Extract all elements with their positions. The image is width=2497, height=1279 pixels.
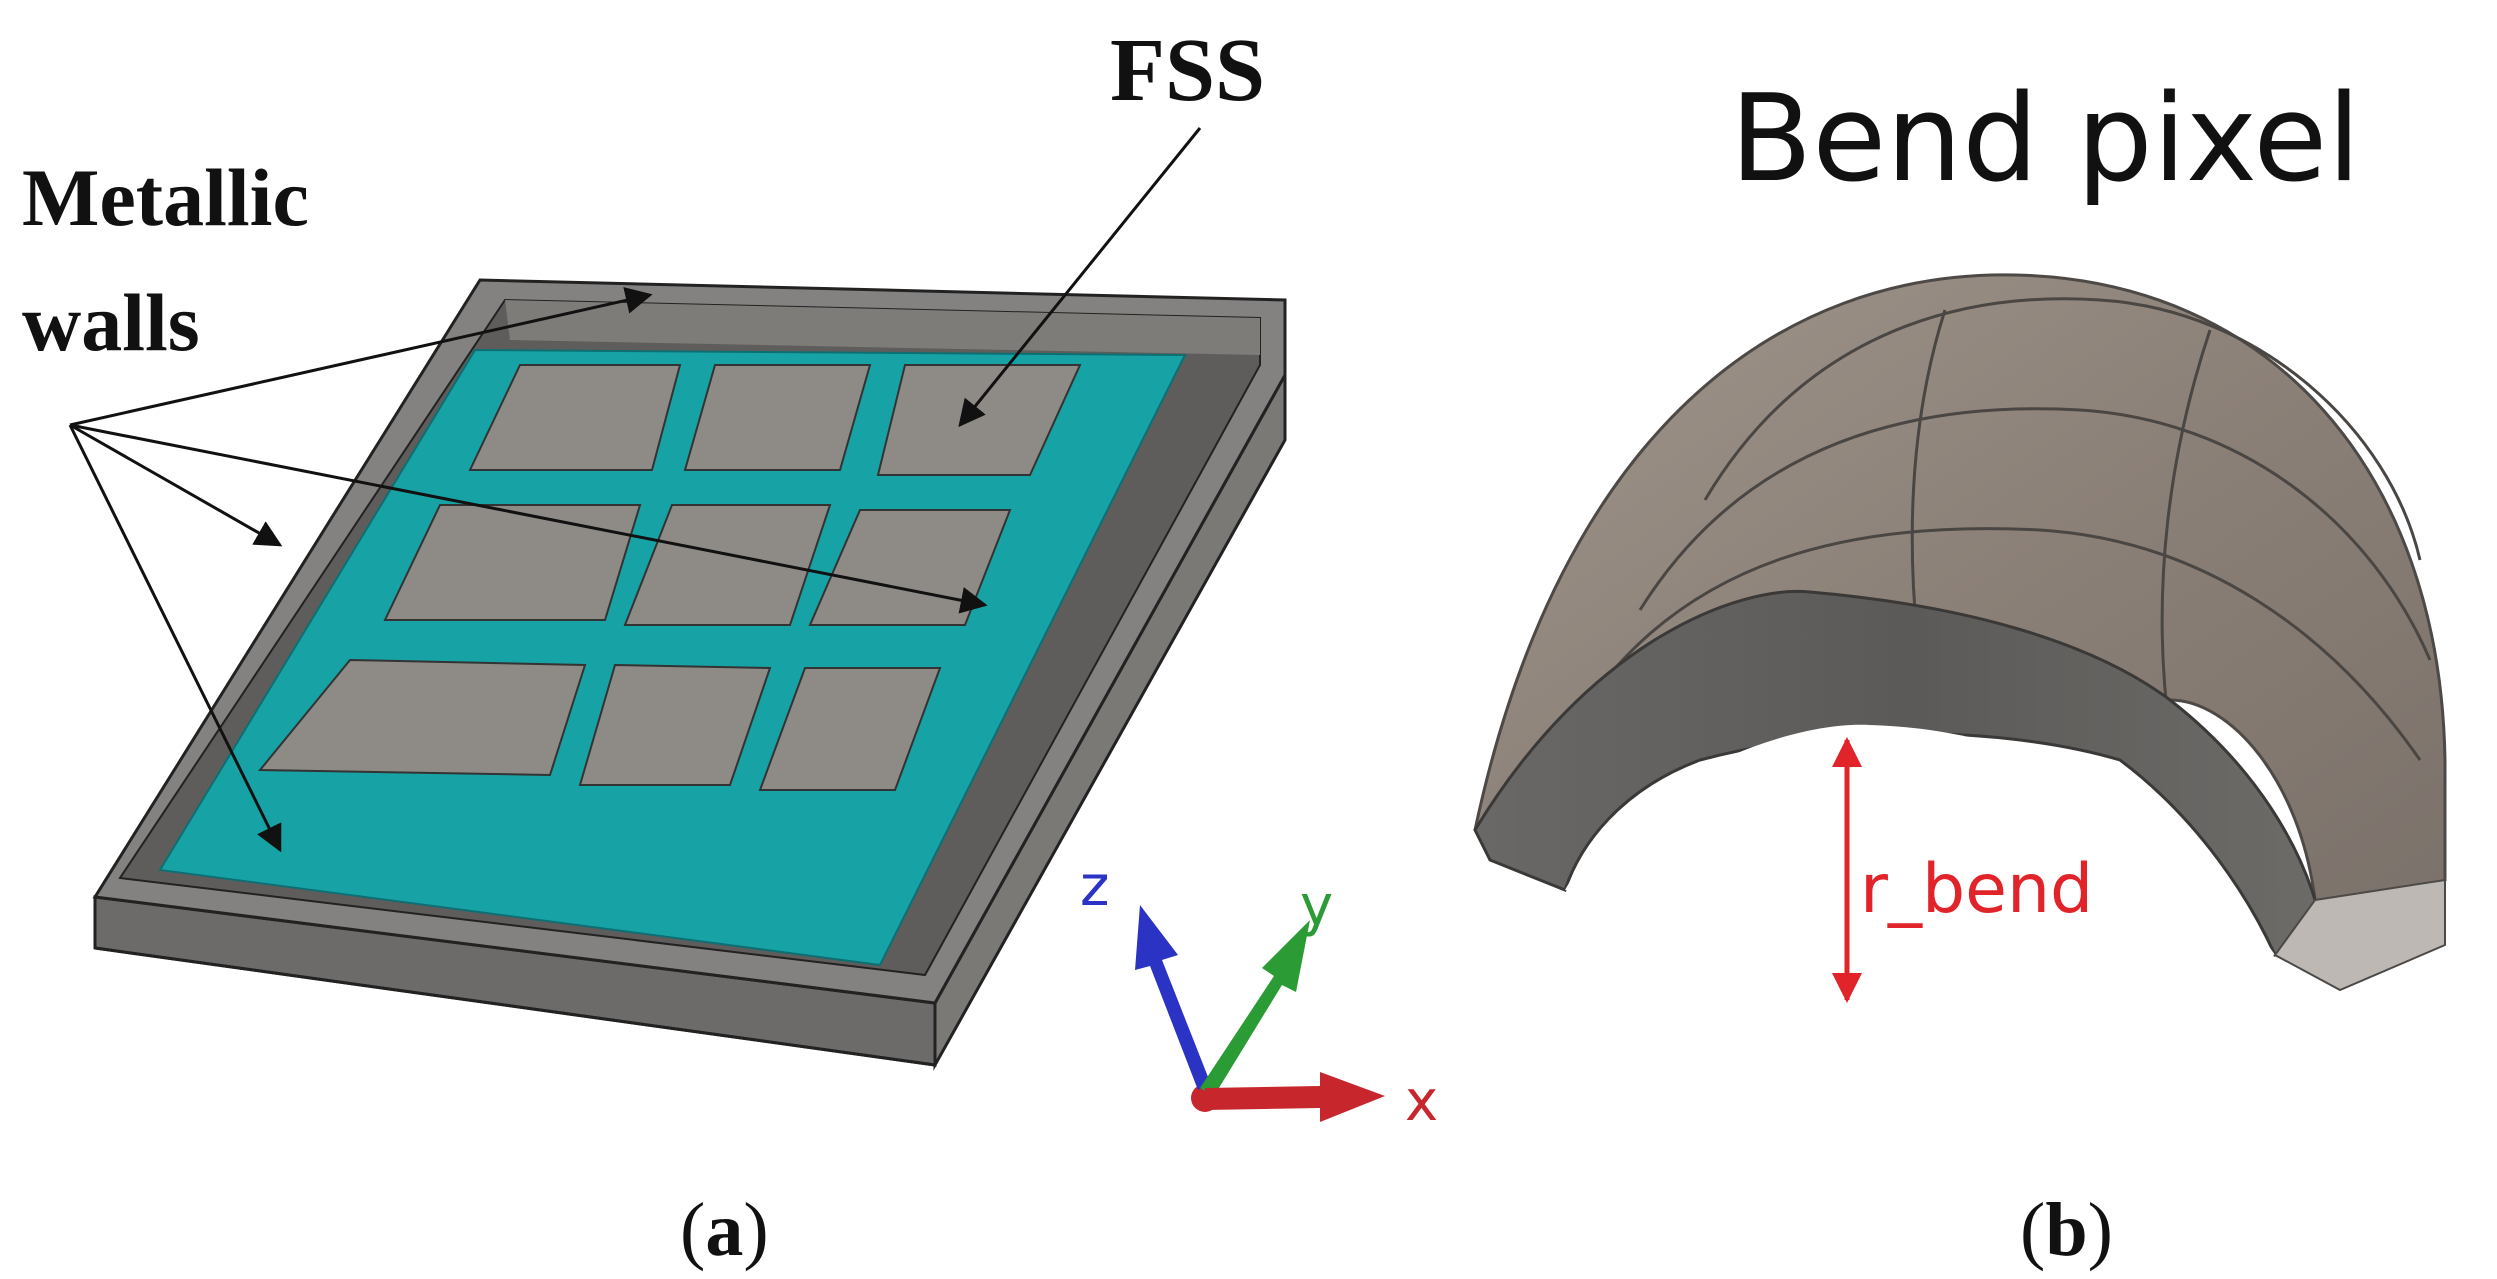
caption-a: (a): [680, 1188, 769, 1272]
axis-triad: z y x: [1080, 854, 1438, 1134]
fss-patch: [468, 364, 682, 471]
fss-patch: [623, 504, 832, 626]
metallic-walls-label-line2: walls: [22, 277, 200, 368]
bend-pixel-grid: [1588, 297, 2432, 761]
fss-patch: [683, 364, 872, 471]
fss-patch: [758, 667, 942, 791]
z-axis-label: z: [1080, 854, 1109, 919]
fss-substrate: [158, 348, 1187, 967]
fss-patch: [578, 663, 772, 786]
panel-b: Bend pixel r_bend (b): [1473, 70, 2447, 1272]
metallic-walls-label-line1: Metallic: [22, 152, 309, 243]
box-base-edge: [94, 946, 936, 1067]
fss-label: FSS: [1110, 21, 1265, 120]
bend-pixel-title: Bend pixel: [1730, 70, 2361, 209]
y-axis-arrow: [1200, 920, 1310, 1096]
bend-inner-hollow: [1565, 724, 2275, 955]
fss-patch: [257, 658, 587, 777]
r-bend-label: r_bend: [1860, 850, 2093, 929]
box-inner-back-wall: [505, 300, 1260, 355]
caption-b: (b): [2020, 1188, 2113, 1272]
z-axis-arrow: [1135, 905, 1210, 1090]
fss-patch: [383, 504, 642, 621]
y-axis-label: y: [1300, 874, 1333, 939]
x-axis-label: x: [1405, 1069, 1438, 1134]
panel-a: Metallic walls FSS z y x (a): [22, 21, 1438, 1272]
bend-right-end: [2273, 878, 2446, 992]
fss-arrow: [958, 127, 1202, 428]
metallic-walls-arrows: [68, 287, 988, 853]
x-axis-arrow: [1205, 1072, 1385, 1122]
